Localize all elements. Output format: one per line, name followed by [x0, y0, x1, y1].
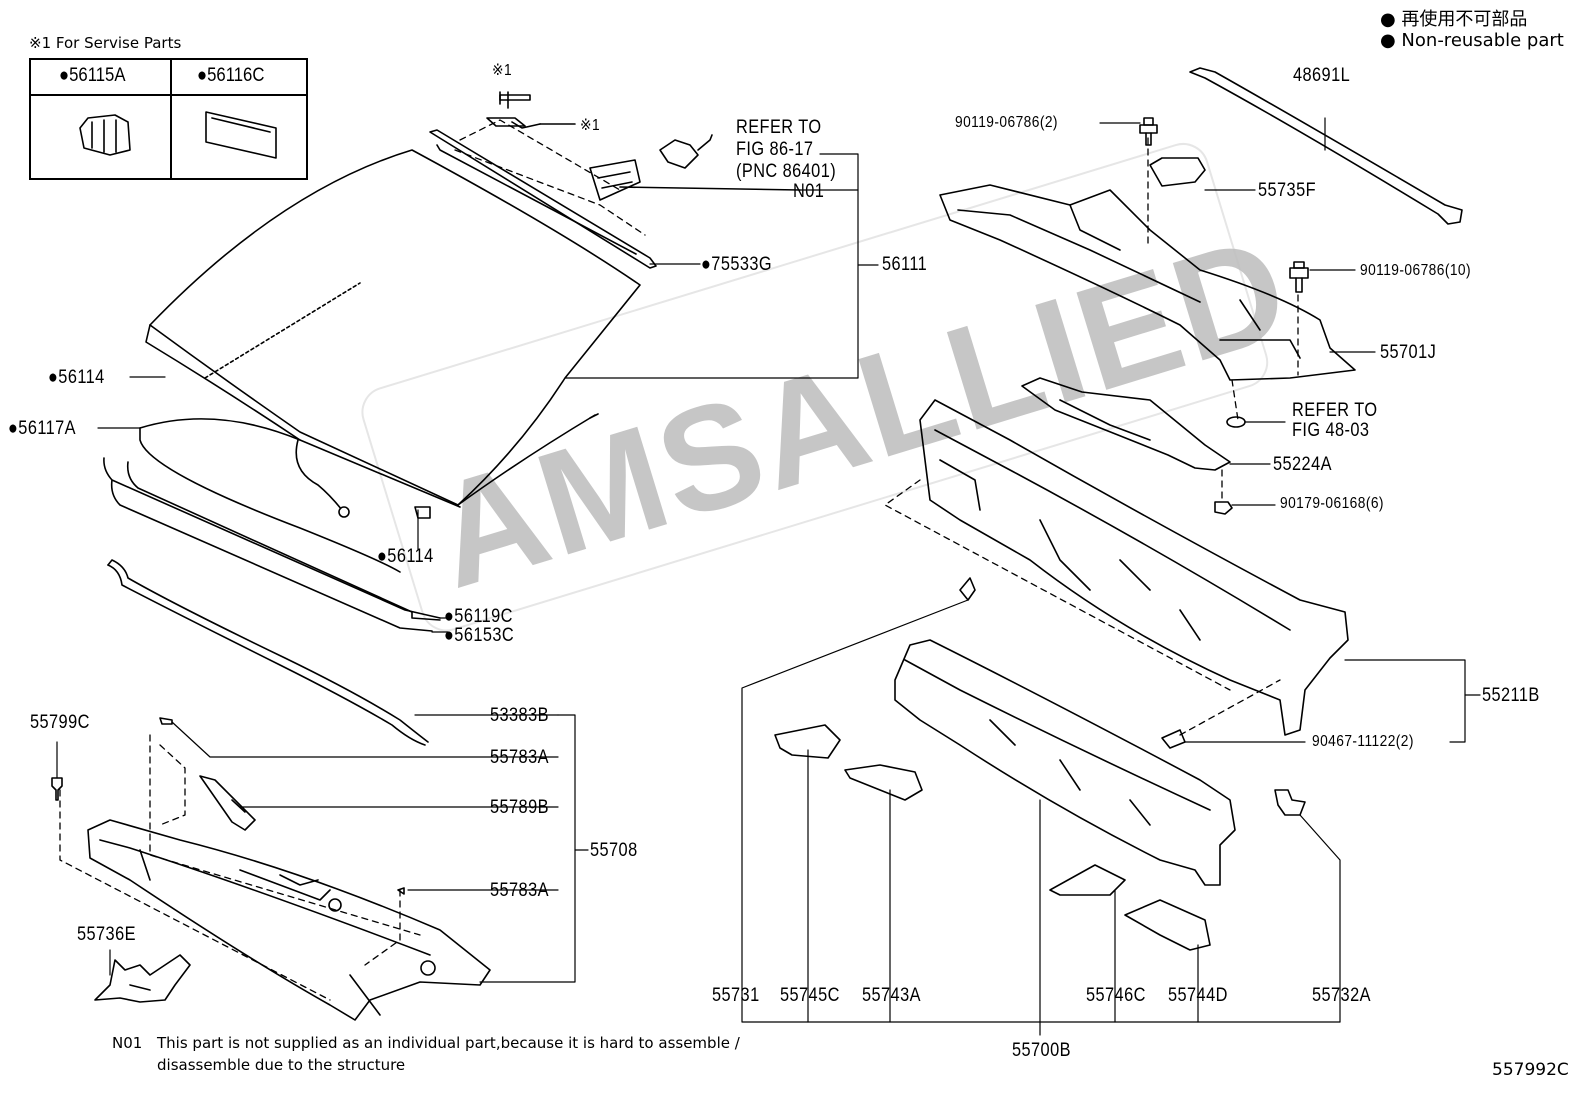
- clip-90179: [1214, 501, 1233, 515]
- windshield-glass: [145, 149, 641, 519]
- footnote-code: N01: [112, 1034, 143, 1052]
- lower-seals: [103, 457, 441, 632]
- service-parts-table: ●56115A ●56116C: [29, 58, 308, 180]
- callout-75533g: ●75533G: [701, 254, 773, 275]
- bolt-90119-10: [1289, 261, 1309, 293]
- callout-refer-86-line1: REFER TO: [736, 117, 822, 138]
- bracket-55743a: [844, 764, 923, 801]
- panel-55224a: [1021, 377, 1231, 471]
- cowl-top-panel: [87, 819, 491, 1021]
- callout-55701j: 55701J: [1380, 342, 1437, 363]
- bracket-55746c: [1049, 864, 1126, 896]
- panel-55700b: [894, 577, 1236, 886]
- callout-90119-10: 90119-06786(10): [1360, 262, 1472, 279]
- washer-refer48: [1226, 416, 1246, 428]
- callout-56111: 56111: [882, 254, 928, 275]
- callout-refer-48-line2: FIG 48-03: [1292, 420, 1370, 441]
- cowl-seal-55789b: [199, 775, 256, 831]
- callout-55735f: 55735F: [1258, 180, 1317, 201]
- callout-55736e: 55736E: [77, 924, 136, 945]
- callout-56114-a: ●56114: [48, 367, 105, 388]
- brace-48691l: [1189, 67, 1463, 225]
- bolt-90119-2: [1139, 117, 1158, 146]
- callout-90119-2: 90119-06786(2): [955, 114, 1058, 131]
- callout-55745c: 55745C: [780, 985, 840, 1006]
- callout-55744d: 55744D: [1168, 985, 1228, 1006]
- callout-refer-48-line1: REFER TO: [1292, 400, 1378, 421]
- callout-56114-b: ●56114: [377, 546, 434, 567]
- callout-55746c: 55746C: [1086, 985, 1146, 1006]
- callout-55224a: 55224A: [1273, 454, 1332, 475]
- diagram-id: 557992C: [1492, 1060, 1569, 1080]
- weatherstrip: [107, 559, 429, 746]
- top-molding: [429, 129, 657, 269]
- cowl-clip-55783a: [159, 717, 405, 895]
- cowl-clip-55799c: [51, 777, 63, 801]
- service-part-clip: [79, 114, 131, 156]
- callout-55211b: 55211B: [1482, 685, 1540, 706]
- service-part-a: ●56115A: [59, 65, 126, 86]
- callout-55700b: 55700B: [1012, 1040, 1071, 1061]
- callout-55799c: 55799C: [30, 712, 90, 733]
- callout-55783a-top: 55783A: [490, 747, 549, 768]
- callout-55789b: 55789B: [490, 797, 549, 818]
- callout-55731: 55731: [712, 985, 760, 1006]
- leader-lines: [56, 117, 1481, 1036]
- callout-56153c: ●56153C: [444, 625, 515, 646]
- callout-55732a: 55732A: [1312, 985, 1371, 1006]
- callout-star1-right: ※1: [580, 117, 601, 134]
- service-parts-title: ※1 For Servise Parts: [29, 34, 182, 52]
- small-tapes: [486, 91, 576, 129]
- callout-55783a-bottom: 55783A: [490, 880, 549, 901]
- legend-en: ● Non-reusable part: [1380, 30, 1564, 51]
- bracket-55744d: [1124, 899, 1211, 951]
- footnote-line2: disassemble due to the structure: [157, 1056, 406, 1074]
- callout-90179: 90179-06168(6): [1280, 495, 1384, 512]
- callout-55743a: 55743A: [862, 985, 921, 1006]
- service-part-b: ●56116C: [197, 65, 265, 86]
- glass-molding: [139, 413, 599, 573]
- callout-star1-top: ※1: [492, 62, 513, 79]
- callout-90467: 90467-11122(2): [1312, 733, 1414, 750]
- panel-55701j: [939, 157, 1356, 381]
- callout-56117a: ●56117A: [8, 418, 77, 439]
- callout-48691l: 48691L: [1293, 65, 1351, 86]
- callout-n01: N01: [793, 181, 825, 202]
- callout-55708: 55708: [590, 840, 638, 861]
- service-parts-header-row: [31, 60, 306, 96]
- cowl-part-55736e: [94, 954, 191, 1003]
- callout-56119c: ●56119C: [444, 606, 513, 627]
- callout-refer-86-line3: (PNC 86401): [736, 161, 837, 182]
- callout-refer-86-line2: FIG 86-17: [736, 139, 814, 160]
- clip-90467: [1161, 729, 1186, 749]
- sensor-bracket: [589, 134, 801, 201]
- callout-53383b: 53383B: [490, 705, 549, 726]
- panel-55211b: [919, 399, 1349, 736]
- bracket-55732a: [1274, 789, 1306, 816]
- service-part-pad: [205, 111, 277, 159]
- bracket-55731: [774, 724, 841, 759]
- footnote-line1: This part is not supplied as an individu…: [157, 1034, 740, 1052]
- legend-jp: ● 再使用不可部品: [1380, 9, 1528, 30]
- service-parts-divider: [170, 60, 172, 178]
